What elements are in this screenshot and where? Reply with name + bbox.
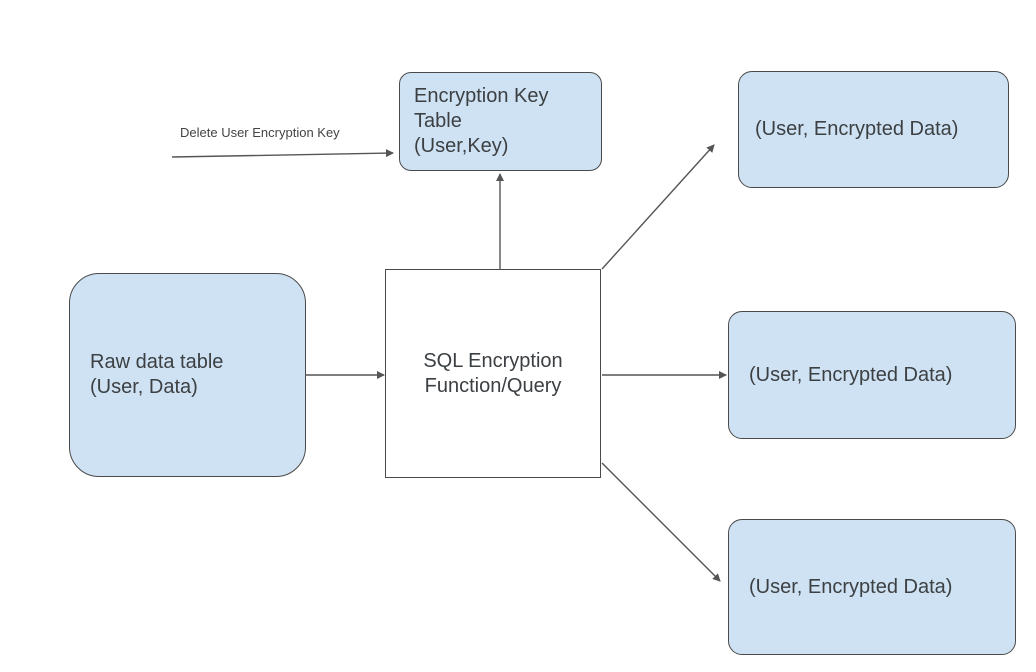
sql-encryption-function-node: SQL Encryption Function/Query [385, 269, 601, 478]
delete-key-label: Delete User Encryption Key [180, 125, 340, 140]
node-label: (User, Encrypted Data) [749, 575, 953, 598]
node-line: Encryption Key [414, 85, 549, 107]
node-line: Raw data table [90, 351, 224, 373]
node-label: (User, Encrypted Data) [755, 118, 959, 140]
arrow-sql-to-output-3 [601, 462, 721, 582]
node-line: SQL Encryption [423, 349, 563, 372]
node-line: (User, Data) [90, 376, 198, 398]
arrow-delete-key [171, 149, 394, 158]
encrypted-output-node-1: (User, Encrypted Data) [738, 71, 1009, 188]
node-label: (User, Encrypted Data) [749, 363, 953, 386]
node-line: (User,Key) [414, 135, 509, 157]
node-line: Function/Query [424, 374, 562, 397]
encrypted-output-node-2: (User, Encrypted Data) [728, 311, 1016, 439]
arrow-sql-to-output-1 [601, 144, 715, 270]
encrypted-output-node-3: (User, Encrypted Data) [728, 519, 1016, 655]
encryption-key-table-node: Encryption Key Table (User,Key) [399, 72, 602, 171]
raw-data-table-node: Raw data table (User, Data) [69, 273, 306, 477]
node-line: Table [414, 110, 462, 132]
